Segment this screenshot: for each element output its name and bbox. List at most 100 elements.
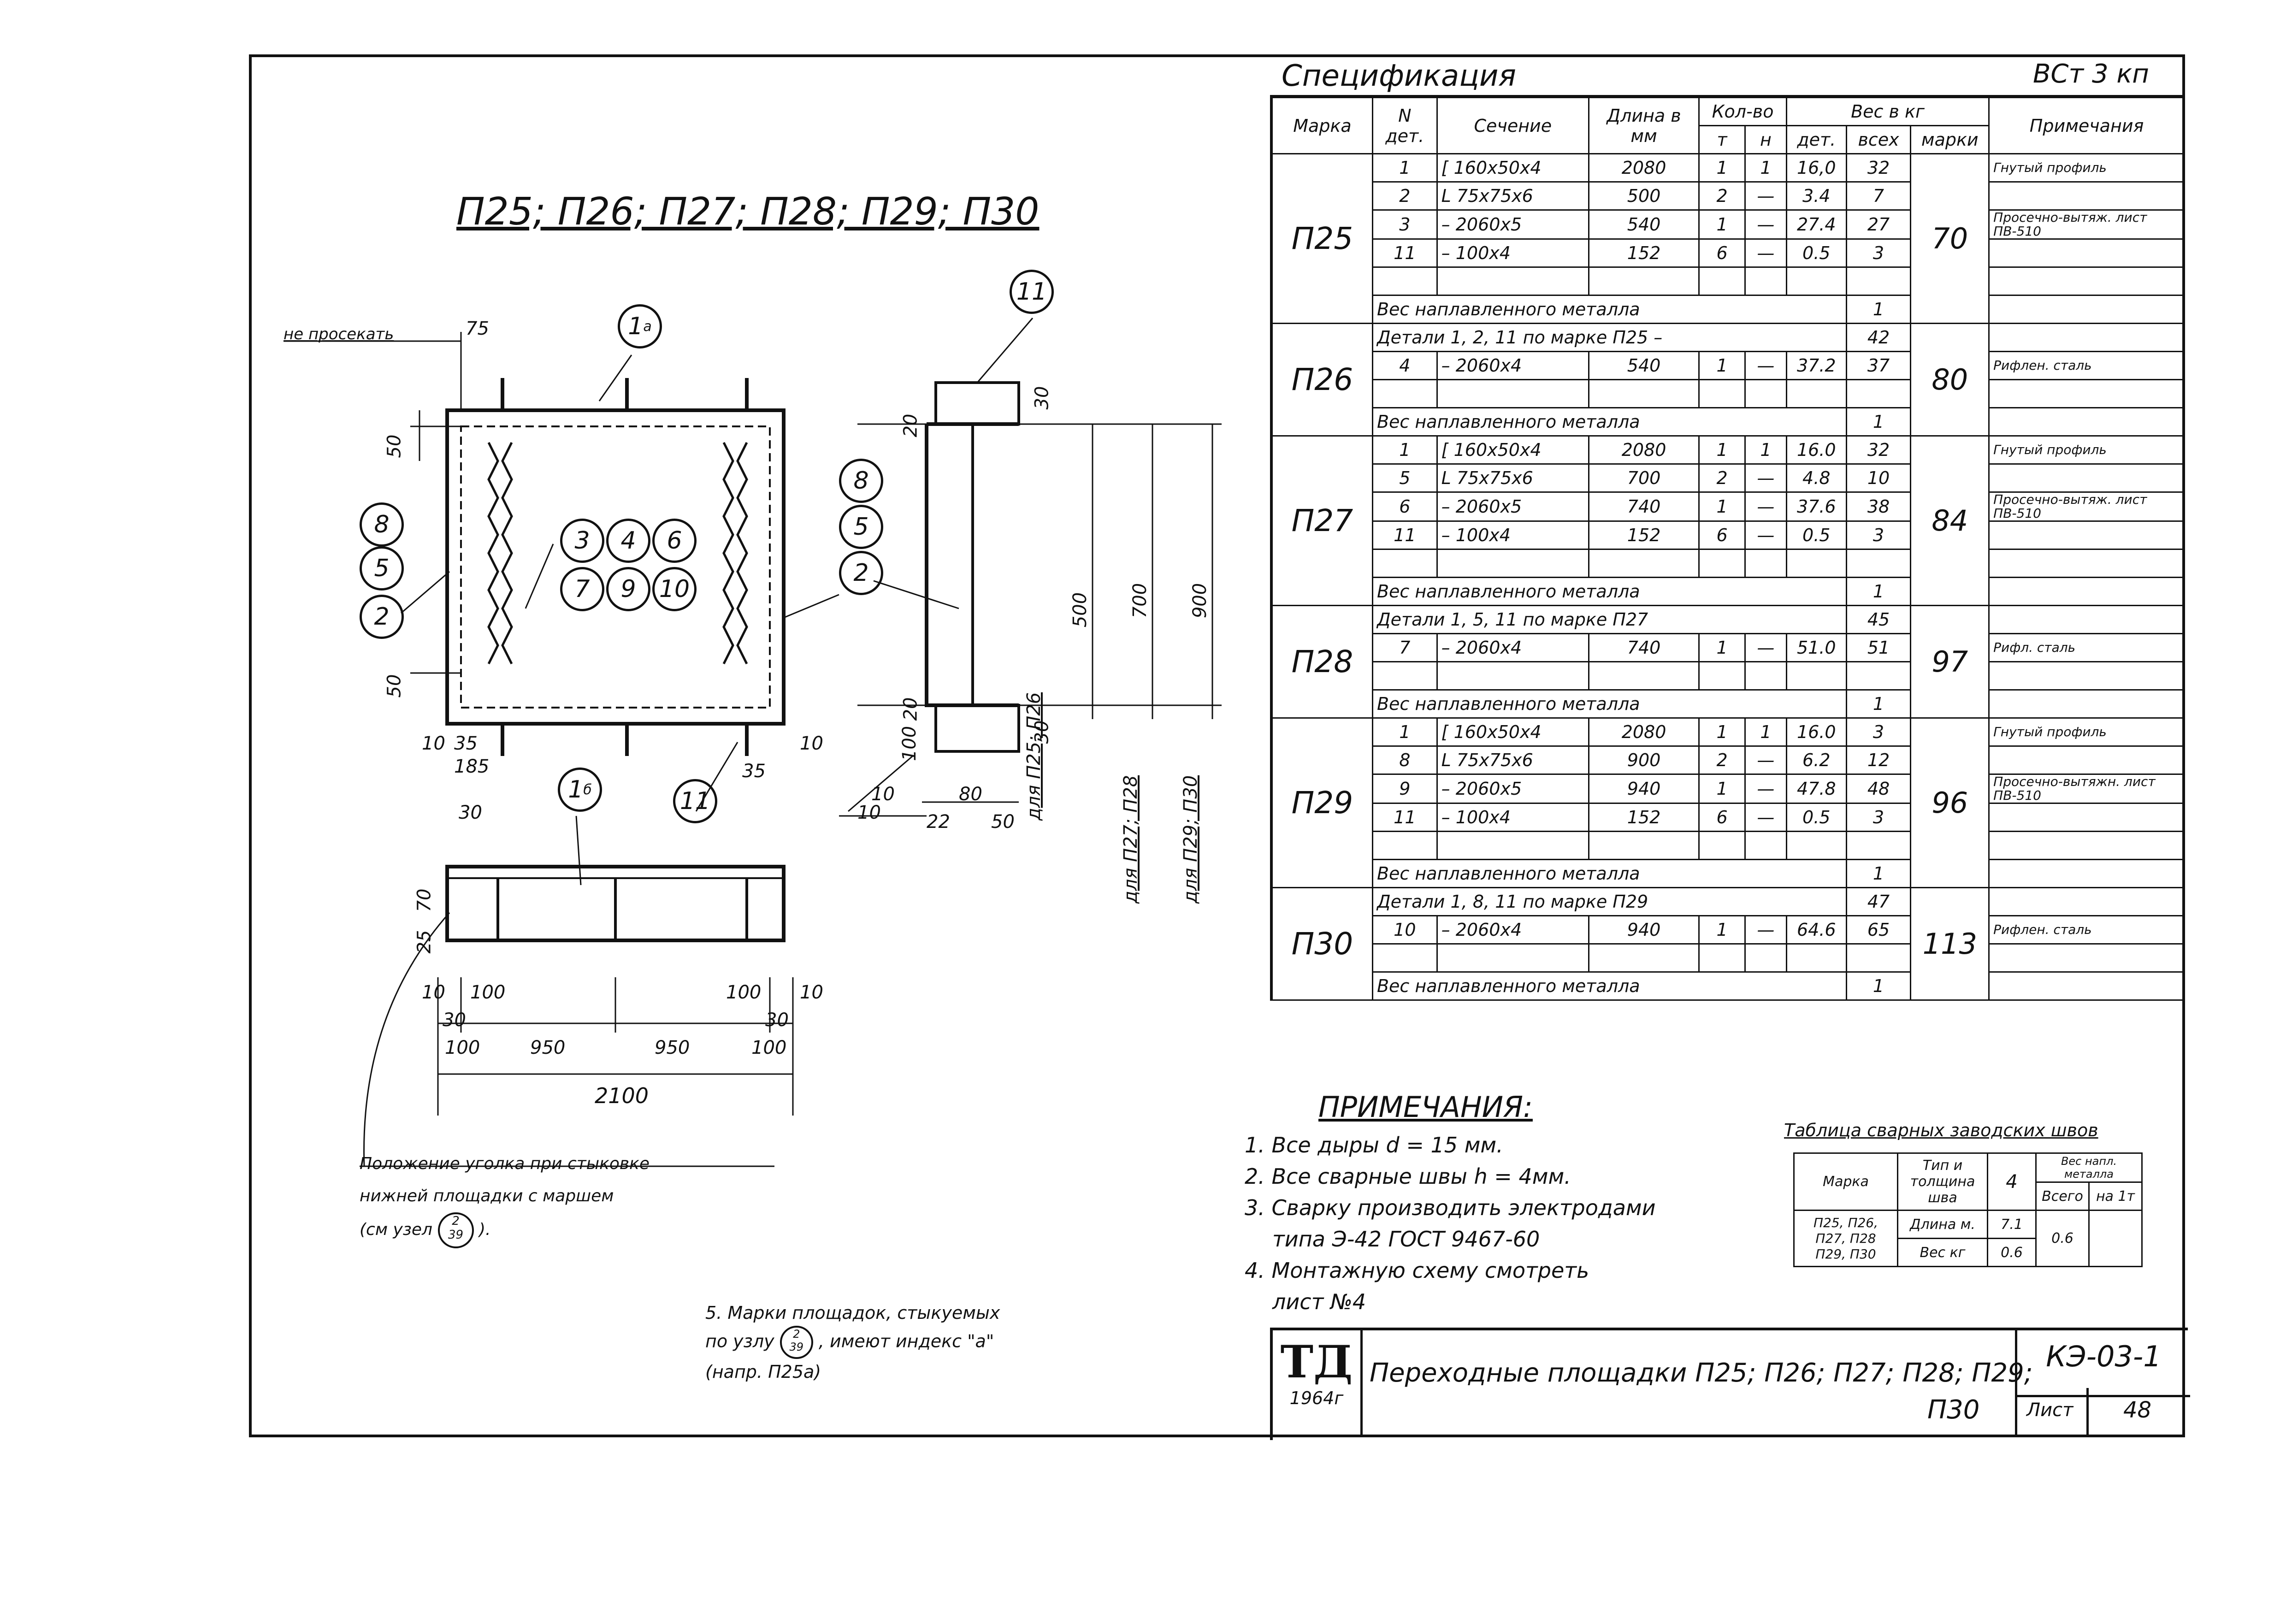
- spec-n-det: 2: [1371, 181, 1438, 211]
- spec-n-det: 5: [1371, 463, 1438, 493]
- spec-qty-n: —: [1744, 491, 1787, 522]
- th-n-det: N дет.: [1371, 97, 1438, 154]
- spec-row: [1271, 661, 2185, 691]
- spec-marka: П30: [1270, 887, 1373, 1001]
- spec-qty-n: —: [1744, 915, 1787, 945]
- spec-section: – 2060х5: [1436, 209, 1589, 240]
- dim-bottom-30a: 30: [443, 1010, 466, 1031]
- weld-w-label: Вес кг: [1897, 1238, 1988, 1267]
- spec-qty-n: —: [1744, 520, 1787, 550]
- spec-note: Рифлен. сталь: [1988, 351, 2185, 380]
- spec-row: [1271, 379, 2185, 408]
- callout-left-8: 8: [360, 502, 404, 547]
- spec-note: [1988, 605, 2185, 634]
- spec-row: [1271, 831, 2185, 860]
- spec-w-all: 27: [1845, 209, 1912, 240]
- spec-span-text: Вес наплавленного металла: [1371, 577, 1847, 606]
- drawing-code: КЭ-03-1: [2017, 1340, 2190, 1397]
- spec-w-all: 10: [1845, 463, 1912, 493]
- th-weight: Вес в кг: [1785, 97, 1990, 126]
- spec-length: 152: [1588, 238, 1700, 268]
- dim-side-80: 80: [959, 784, 982, 805]
- spec-qty-n: —: [1744, 803, 1787, 832]
- spec-span-text: Вес наплавленного металла: [1371, 859, 1847, 888]
- spec-w-det: 3.4: [1785, 181, 1847, 211]
- note-angle-position: Положение уголка при стыковке нижней пло…: [360, 1148, 650, 1248]
- spec-n-det: 11: [1371, 520, 1438, 550]
- callout-center-9: 9: [606, 567, 650, 611]
- spec-w-marki: 84: [1910, 435, 1990, 606]
- th-w-det: дет.: [1785, 125, 1847, 154]
- spec-note: [1988, 971, 2185, 1001]
- spec-w-det: 0.5: [1785, 520, 1847, 550]
- spec-qty-n: [1744, 379, 1787, 408]
- year: 1964г: [1289, 1388, 1344, 1408]
- spec-n-det: [1371, 549, 1438, 578]
- spec-w-all: 7: [1845, 181, 1912, 211]
- spec-n-det: [1371, 661, 1438, 691]
- note-4: 4. Монтажную схему смотреть: [1245, 1258, 1589, 1283]
- spec-qty-t: [1698, 831, 1746, 860]
- dim-35b: 35: [742, 761, 766, 782]
- dim-v900: 900: [1189, 583, 1211, 619]
- weld-len-label: Длина м.: [1897, 1210, 1988, 1239]
- spec-marka: П26: [1270, 323, 1373, 437]
- spec-n-det: 1: [1371, 153, 1438, 183]
- spec-n-det: 3: [1371, 209, 1438, 240]
- dim-30a: 30: [459, 802, 482, 823]
- spec-section: [1436, 943, 1589, 973]
- spec-length: 2080: [1588, 435, 1700, 465]
- sheet-label: Лист: [2026, 1400, 2073, 1421]
- dim-75: 75: [466, 318, 489, 339]
- spec-qty-t: [1698, 549, 1746, 578]
- dim-bottom-950a: 950: [530, 1037, 566, 1058]
- spec-length: 940: [1588, 774, 1700, 804]
- spec-w-marki: 97: [1910, 605, 1990, 719]
- spec-note: [1988, 745, 2185, 775]
- spec-n-det: 6: [1371, 491, 1438, 522]
- dim-bottom-100d: 100: [751, 1037, 787, 1058]
- callout-center-3: 3: [560, 519, 604, 563]
- weld-h-per: на 1т: [2088, 1181, 2143, 1211]
- spec-section: [1436, 549, 1589, 578]
- spec-qty-n: [1744, 831, 1787, 860]
- spec-w-det: 16.0: [1785, 717, 1847, 747]
- weld-table-title: Таблица сварных заводских швов: [1784, 1120, 2098, 1140]
- th-length: Длина в мм: [1588, 97, 1700, 154]
- spec-n-det: 1: [1371, 435, 1438, 465]
- weld-table: Марка Тип и толщина шва 4 Вес напл. мета…: [1793, 1152, 2143, 1267]
- spec-w-marki: 96: [1910, 717, 1990, 888]
- spec-span-text: Детали 1, 2, 11 по марке П25 –: [1371, 323, 1847, 352]
- spec-qty-n: [1744, 266, 1787, 296]
- spec-n-det: 10: [1371, 915, 1438, 945]
- spec-length: [1588, 943, 1700, 973]
- spec-qty-n: 1: [1744, 435, 1787, 465]
- spec-w-all: 1: [1845, 689, 1912, 719]
- spec-w-det: 16,0: [1785, 153, 1847, 183]
- spec-note: [1988, 943, 2185, 973]
- spec-span-text: Вес наплавленного металла: [1371, 971, 1847, 1001]
- spec-n-det: [1371, 831, 1438, 860]
- th-qty-t: т: [1698, 125, 1746, 154]
- code-box: КЭ-03-1 Лист 48: [2015, 1330, 2190, 1437]
- spec-w-all: 3: [1845, 238, 1912, 268]
- spec-qty-n: —: [1744, 351, 1787, 380]
- spec-qty-n: —: [1744, 238, 1787, 268]
- spec-w-all: [1845, 379, 1912, 408]
- drawing-name: Переходные площадки П25; П26; П27; П28; …: [1370, 1358, 2033, 1388]
- dim-10a: 10: [422, 733, 445, 754]
- spec-note: [1988, 379, 2185, 408]
- spec-section: [ 160х50х4: [1436, 717, 1589, 747]
- spec-section: [ 160х50х4: [1436, 435, 1589, 465]
- spec-w-all: 32: [1845, 435, 1912, 465]
- spec-length: 540: [1588, 351, 1700, 380]
